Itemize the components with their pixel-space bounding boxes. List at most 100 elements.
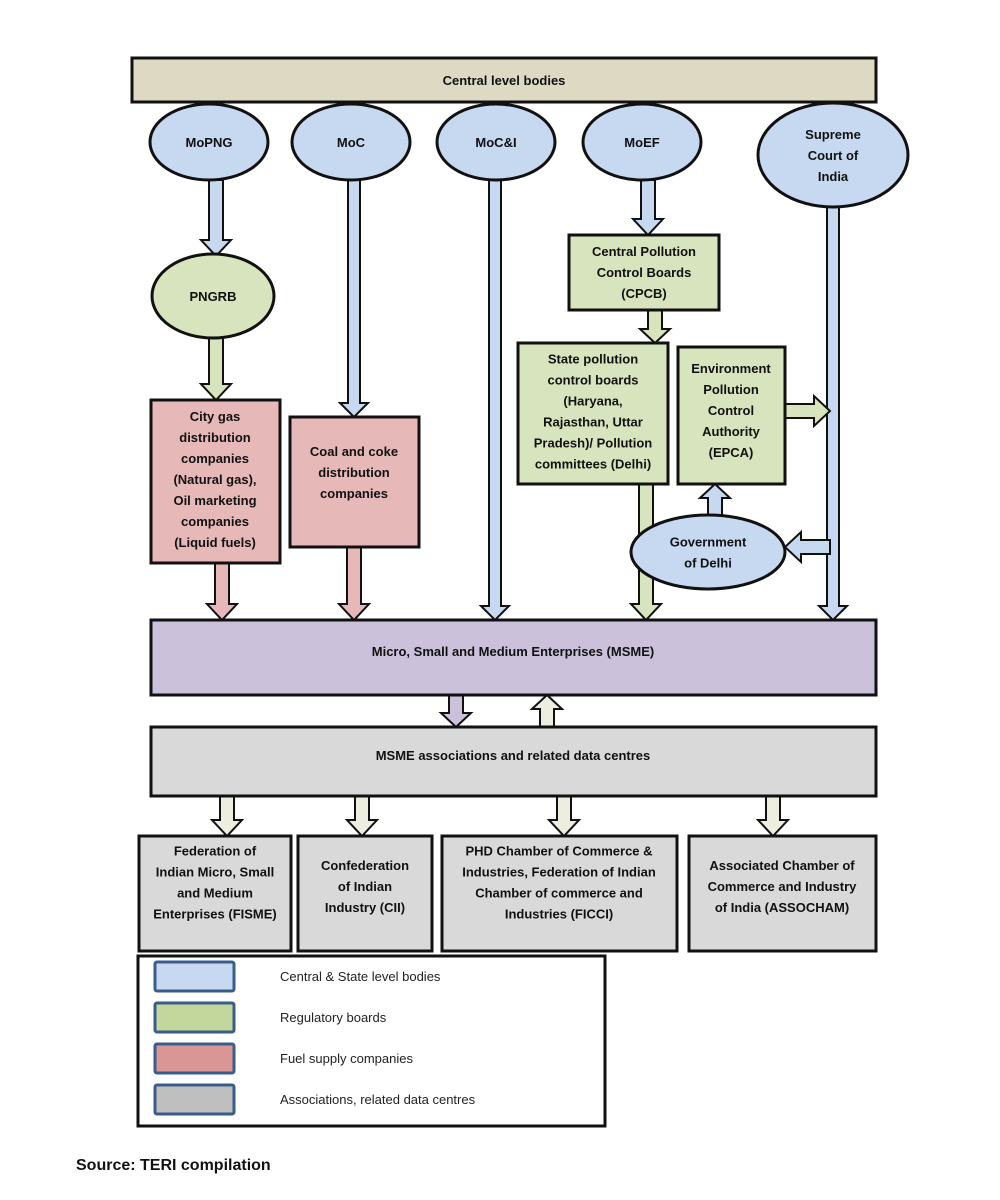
arrow-moc-to-coal <box>337 179 371 419</box>
label-line: (Natural gas), <box>173 472 256 487</box>
label-line: companies <box>181 514 249 529</box>
label-line: companies <box>320 486 388 501</box>
label-line: Government <box>670 535 747 550</box>
label-line: MoEF <box>624 135 659 150</box>
label-line: Coal and coke <box>310 444 398 459</box>
label-line: PNGRB <box>190 289 237 304</box>
node-mopng-label: MoPNG <box>186 135 233 150</box>
label-line: Oil marketing <box>173 493 256 508</box>
legend-label: Central & State level bodies <box>280 969 441 984</box>
label-line: MoPNG <box>186 135 233 150</box>
arrow-pngrb-to-city-gas <box>198 337 234 402</box>
label-line: Control <box>708 403 754 418</box>
label-line: (Haryana, <box>563 394 622 409</box>
label-line: Commerce and Industry <box>708 879 858 894</box>
label-line: distribution <box>179 430 251 445</box>
label-line: State pollution <box>548 352 638 367</box>
node-assocham: Associated Chamber of Commerce and Indust… <box>687 834 878 953</box>
label-line: Control Boards <box>597 265 692 280</box>
label-line: City gas <box>190 409 241 424</box>
label-line: Industries, Federation of Indian <box>462 865 656 880</box>
node-moef: MoEF <box>581 102 703 182</box>
label-line: and Medium <box>177 886 253 901</box>
node-mocandi-label: MoC&I <box>475 135 516 150</box>
node-moc: MoC <box>290 102 412 182</box>
arrow-assoc-to-msme <box>529 693 565 728</box>
label-line: Enterprises (FISME) <box>153 907 277 922</box>
label-line: Authority <box>702 424 761 439</box>
arrow-msme-to-assoc <box>438 694 474 729</box>
arrow-epca-to-supreme <box>784 393 832 429</box>
arrow-mopng-to-pngrb <box>198 179 234 258</box>
node-msme-label: Micro, Small and Medium Enterprises (MSM… <box>372 644 654 659</box>
node-coal-coke-label: Coal and coke distribution companies <box>310 444 398 501</box>
arrow-assoc-to-cii <box>344 795 380 838</box>
label-line: committees (Delhi) <box>535 457 651 472</box>
node-assocham-label: Associated Chamber of Commerce and Indust… <box>708 858 858 915</box>
label-line: of India (ASSOCHAM) <box>715 900 849 915</box>
label-line: MSME associations and related data centr… <box>376 748 651 763</box>
label-line: (EPCA) <box>709 445 754 460</box>
label-line: of Delhi <box>684 556 732 571</box>
label-line: Confederation <box>321 858 409 873</box>
legend-label: Fuel supply companies <box>280 1051 413 1066</box>
label-line: Industries (FICCI) <box>505 907 613 922</box>
node-pngrb: PNGRB <box>150 252 276 340</box>
label-line: companies <box>181 451 249 466</box>
node-fisme-label: Federation of Indian Micro, Small and Medi… <box>153 844 277 922</box>
node-msme-assoc-label: MSME associations and related data centr… <box>376 748 651 763</box>
label-line: Indian Micro, Small <box>156 865 274 880</box>
arrow-assoc-to-ficci <box>546 795 582 838</box>
label-line: Central Pollution <box>592 244 696 259</box>
label-line: distribution <box>318 465 390 480</box>
header-bar: Central level bodies <box>130 56 878 104</box>
label-line: Federation of <box>174 844 257 859</box>
node-pngrb-label: PNGRB <box>190 289 237 304</box>
arrow-supreme-to-gov-delhi <box>783 529 831 565</box>
arrow-gov-delhi-to-epca <box>697 482 733 516</box>
label-line: of Indian <box>338 879 392 894</box>
arrow-supreme-to-msme <box>816 206 850 622</box>
node-msme: Micro, Small and Medium Enterprises (MSM… <box>149 618 878 697</box>
node-moef-label: MoEF <box>624 135 659 150</box>
label-line: Environment <box>691 361 771 376</box>
label-line: Pollution <box>703 382 759 397</box>
node-gov-delhi-label: Government of Delhi <box>670 535 747 571</box>
legend-swatch <box>153 1042 236 1075</box>
label-line: MoC <box>337 135 366 150</box>
legend-label: Associations, related data centres <box>280 1092 476 1107</box>
label-line: Chamber of commerce and <box>475 886 643 901</box>
node-coal-coke: Coal and coke distribution companies <box>288 415 421 549</box>
label-line: (Liquid fuels) <box>174 535 256 550</box>
label-line: PHD Chamber of Commerce & <box>465 844 652 859</box>
node-ficci: PHD Chamber of Commerce & Industries, Fed… <box>440 834 679 953</box>
node-moc-label: MoC <box>337 135 366 150</box>
arrow-cpcb-to-spcb <box>637 309 673 345</box>
label-line: control boards <box>547 373 638 388</box>
node-fisme: Federation of Indian Micro, Small and Medi… <box>137 834 293 953</box>
source-caption: Source: TERI compilation <box>76 1157 271 1174</box>
arrow-city-gas-to-msme <box>204 562 240 622</box>
label-line: Pradesh)/ Pollution <box>534 436 653 451</box>
legend-swatch <box>153 960 236 993</box>
label-line: Associated Chamber of <box>709 858 855 873</box>
node-mocandi: MoC&I <box>435 102 557 182</box>
legend-swatch <box>153 1083 236 1116</box>
legend-label: Regulatory boards <box>280 1010 387 1025</box>
node-city-gas-label: City gas distribution companies (Natural ga… <box>173 409 256 550</box>
arrow-assoc-to-fisme <box>209 795 245 838</box>
label-line: (CPCB) <box>621 286 667 301</box>
label-line: India <box>818 169 849 184</box>
arrow-moef-to-cpcb <box>630 179 666 237</box>
